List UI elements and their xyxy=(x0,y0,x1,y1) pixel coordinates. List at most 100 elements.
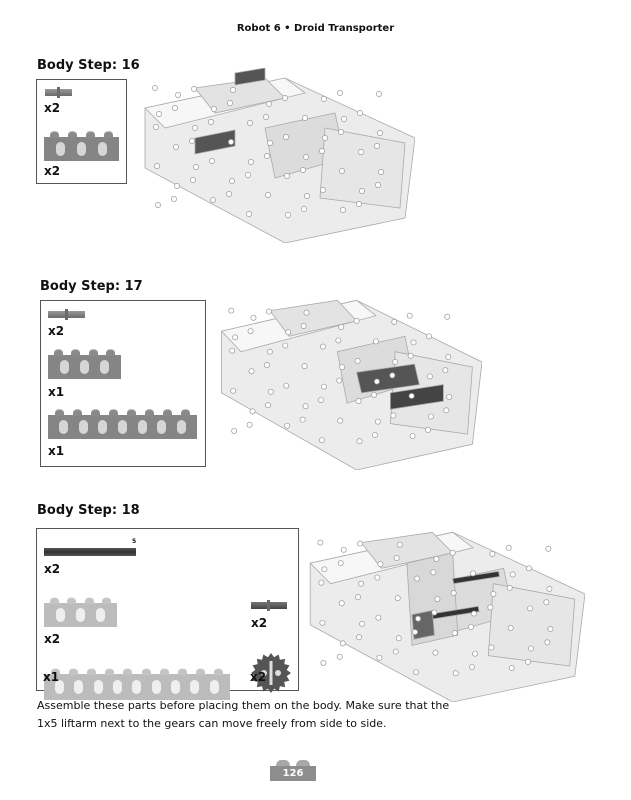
stud xyxy=(374,143,380,149)
stud xyxy=(406,312,413,319)
stud xyxy=(232,334,239,341)
stud xyxy=(154,163,160,169)
stud xyxy=(431,609,438,616)
stud xyxy=(449,549,456,556)
stud xyxy=(227,100,233,106)
technic-brick-1x4-part xyxy=(48,349,121,379)
stud xyxy=(341,116,347,122)
stud xyxy=(353,317,360,324)
stud xyxy=(373,378,380,385)
stud xyxy=(284,173,290,179)
stud xyxy=(285,329,292,336)
axle-length-label: 5 xyxy=(132,538,137,545)
stud xyxy=(372,432,378,438)
stud xyxy=(378,169,384,175)
stud xyxy=(248,368,255,375)
stud xyxy=(451,630,458,637)
stud xyxy=(189,138,195,144)
part-qty: x2 xyxy=(44,164,61,178)
stud xyxy=(468,623,474,630)
stud xyxy=(320,187,326,193)
stud xyxy=(190,177,196,183)
stud xyxy=(211,106,217,112)
stud xyxy=(153,124,159,130)
part-qty: x2 xyxy=(44,101,61,115)
stud xyxy=(209,158,215,164)
axle-5-part xyxy=(44,548,136,556)
step-17-title: Body Step: 17 xyxy=(40,279,143,294)
stud xyxy=(230,387,237,394)
stud xyxy=(450,590,457,596)
stud xyxy=(300,323,307,329)
stud xyxy=(321,566,328,573)
stud xyxy=(356,634,362,641)
stud xyxy=(413,669,419,676)
stud xyxy=(339,168,345,174)
stud xyxy=(471,610,478,617)
stud xyxy=(321,96,327,102)
step-17-parts-box: x2 x1 x1 xyxy=(40,300,206,467)
stud xyxy=(505,544,512,551)
stud xyxy=(300,167,306,173)
stud xyxy=(282,342,289,349)
stud xyxy=(489,550,496,557)
stud xyxy=(339,364,346,371)
stud xyxy=(246,211,252,217)
model-new-brick xyxy=(356,363,420,394)
step-18-title: Body Step: 18 xyxy=(37,503,140,518)
stud xyxy=(266,101,272,107)
stud xyxy=(375,182,381,188)
stud xyxy=(301,206,307,212)
stud xyxy=(193,164,199,170)
stud xyxy=(263,114,269,120)
stud xyxy=(469,664,475,670)
stud xyxy=(543,599,550,606)
stud-decoration xyxy=(276,760,290,767)
stud xyxy=(210,197,216,203)
stud xyxy=(320,659,327,666)
stud xyxy=(392,648,399,655)
stud xyxy=(434,596,441,603)
stud xyxy=(408,392,415,399)
step-17-model-illustration xyxy=(220,299,482,470)
stud xyxy=(299,416,306,423)
stud xyxy=(377,130,383,136)
stud xyxy=(354,358,361,364)
stud xyxy=(358,580,365,587)
stud xyxy=(229,347,236,354)
stud xyxy=(229,178,235,184)
stud xyxy=(357,540,364,547)
stud xyxy=(470,570,476,577)
stud xyxy=(426,333,432,340)
stud xyxy=(302,403,309,410)
stud xyxy=(377,561,384,568)
stud xyxy=(322,135,328,141)
technic-brick-1x10-part xyxy=(44,668,230,700)
stud xyxy=(283,382,290,389)
part-qty: x2 xyxy=(251,616,268,630)
stud xyxy=(336,653,343,660)
part-qty: x2 xyxy=(48,324,65,338)
stud xyxy=(355,398,362,405)
stud xyxy=(432,649,439,656)
page-number: 126 xyxy=(270,766,316,781)
stud xyxy=(337,417,344,424)
stud xyxy=(472,650,479,657)
stud xyxy=(336,377,343,384)
stud xyxy=(245,172,251,178)
stud xyxy=(490,591,497,597)
step-18-model-illustration xyxy=(309,531,585,702)
stud xyxy=(487,604,494,611)
stud xyxy=(318,579,325,586)
stud xyxy=(318,397,324,404)
technic-brick-1x4-part xyxy=(44,131,119,161)
stud xyxy=(395,635,402,642)
stud xyxy=(507,624,514,631)
stud xyxy=(228,139,234,145)
stud xyxy=(282,95,288,101)
page-number-badge: 126 xyxy=(270,760,316,781)
step-16-title: Body Step: 16 xyxy=(37,58,140,73)
stud xyxy=(155,202,161,208)
stud xyxy=(410,339,417,346)
stud xyxy=(525,658,531,665)
